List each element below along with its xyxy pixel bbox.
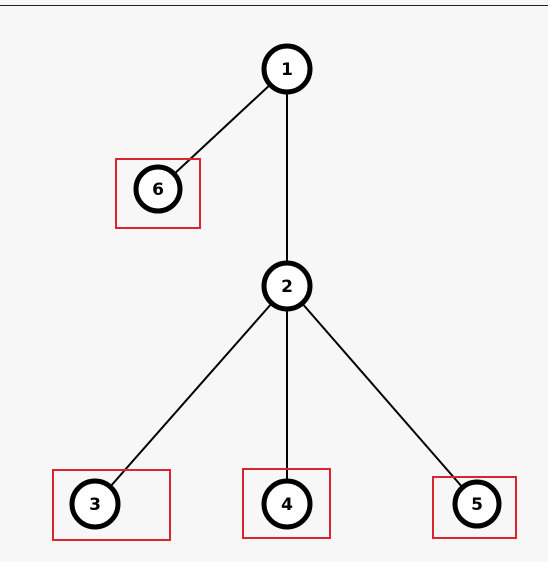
node-3-label: 3 [89, 495, 101, 515]
node-1-circle [261, 43, 313, 95]
node-4-label: 4 [281, 495, 293, 515]
node-1[interactable]: 1 [261, 43, 313, 95]
node-1-label: 1 [281, 60, 293, 80]
node-2-label: 2 [281, 277, 293, 297]
node-4[interactable]: 4 [261, 478, 313, 530]
edge-2-5 [286, 285, 478, 505]
edge-1-6 [157, 68, 288, 190]
node-3-circle [69, 478, 121, 530]
node-6-circle [133, 164, 183, 214]
node-5-circle [452, 479, 502, 529]
node-2-circle [261, 260, 313, 312]
top-divider [0, 5, 548, 6]
node-2[interactable]: 2 [261, 260, 313, 312]
highlight-box-5 [432, 476, 517, 539]
highlight-box-3 [52, 469, 171, 541]
node-6-label: 6 [152, 180, 164, 200]
edge-2-3 [94, 285, 288, 505]
node-4-circle [261, 478, 313, 530]
node-5-label: 5 [471, 495, 483, 515]
highlight-box-6 [115, 158, 201, 229]
node-5[interactable]: 5 [452, 479, 502, 529]
node-6[interactable]: 6 [133, 164, 183, 214]
highlight-box-4 [242, 468, 331, 539]
node-3[interactable]: 3 [69, 478, 121, 530]
